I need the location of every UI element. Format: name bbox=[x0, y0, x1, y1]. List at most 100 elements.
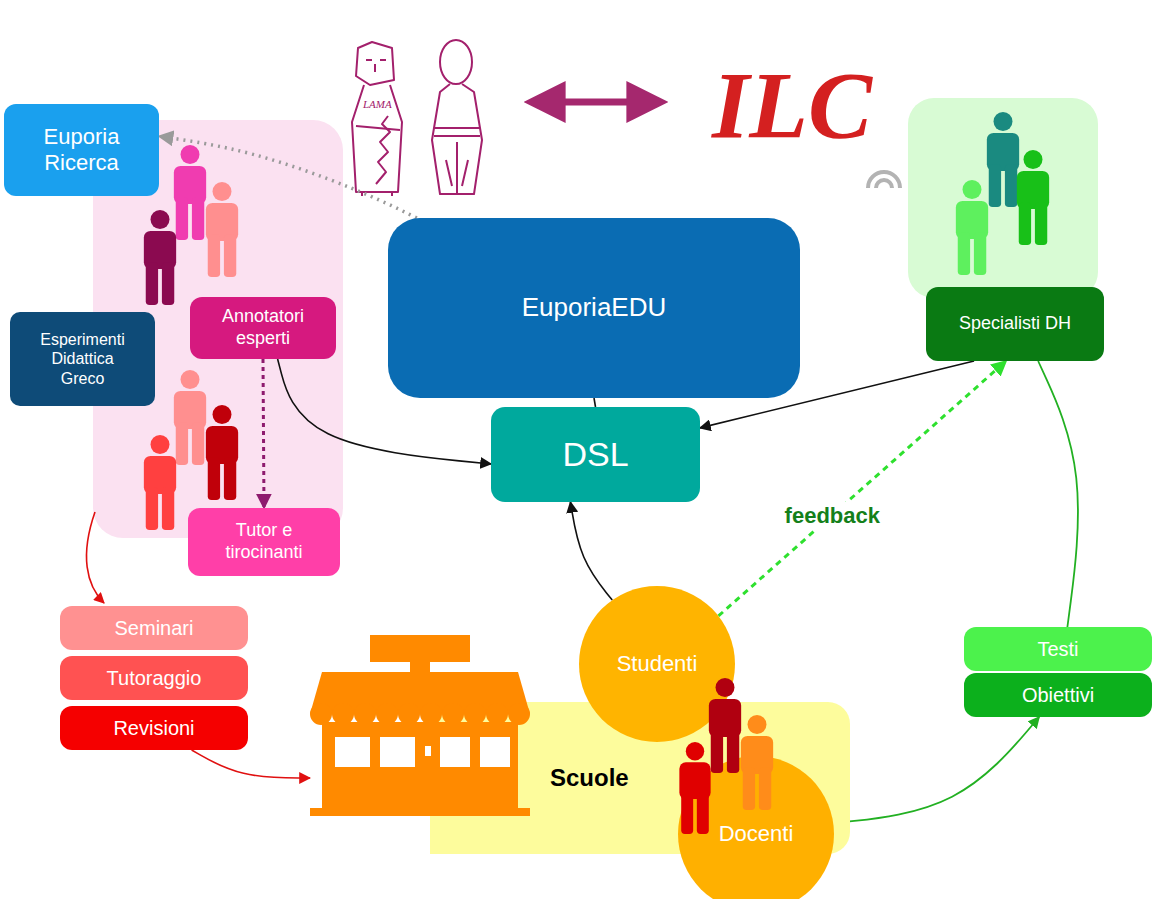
awning-scallop bbox=[376, 703, 398, 725]
research-box: Euporia Ricerca bbox=[4, 104, 159, 196]
person-head bbox=[181, 145, 200, 164]
awning-scallop bbox=[464, 703, 486, 725]
building-window bbox=[440, 737, 470, 767]
region-arrow bbox=[86, 512, 104, 603]
person-head bbox=[151, 435, 170, 454]
person-figure bbox=[709, 678, 741, 773]
node-text: Esperimenti Didattica Greco bbox=[31, 330, 135, 388]
person-figure bbox=[174, 370, 206, 465]
logo-text: ILC bbox=[712, 58, 872, 154]
activity-box: Revisioni bbox=[60, 706, 248, 750]
teacher-figures bbox=[678, 756, 688, 766]
person-figure bbox=[174, 145, 206, 240]
role-box: Tutor e tirocinanti bbox=[188, 508, 340, 576]
node-text: Docenti bbox=[719, 821, 794, 847]
statue-legs bbox=[446, 142, 468, 194]
statue-arm bbox=[356, 126, 400, 130]
activity-box: Tutoraggio bbox=[60, 656, 248, 700]
node-text: Obiettivi bbox=[1022, 683, 1094, 707]
statue-face bbox=[366, 60, 386, 72]
person-leg bbox=[743, 767, 755, 810]
node-text: Seminari bbox=[115, 616, 194, 640]
person-leg bbox=[1005, 164, 1017, 207]
person-figure bbox=[206, 182, 238, 277]
awning-scallop bbox=[442, 703, 464, 725]
person-leg bbox=[711, 730, 723, 773]
connector bbox=[718, 361, 1006, 616]
building-detail bbox=[425, 746, 431, 756]
building-window bbox=[480, 737, 510, 767]
connector bbox=[594, 398, 596, 407]
awning-scallop bbox=[420, 703, 442, 725]
connector bbox=[159, 136, 417, 218]
person-leg bbox=[727, 730, 739, 773]
person-leg bbox=[1035, 202, 1047, 245]
person-leg bbox=[989, 164, 1001, 207]
node-text: Studenti bbox=[617, 651, 698, 677]
person-leg bbox=[192, 422, 204, 465]
person-leg bbox=[1019, 202, 1031, 245]
node-text: EuporiaEDU bbox=[522, 292, 667, 323]
statue-body bbox=[432, 84, 482, 194]
awning-scallop bbox=[354, 703, 376, 725]
person-leg bbox=[146, 262, 158, 305]
statue-head bbox=[440, 40, 472, 84]
goal-box: Obiettivi bbox=[964, 673, 1152, 717]
statue-body bbox=[352, 85, 402, 192]
building-window bbox=[335, 737, 370, 767]
person-head bbox=[151, 210, 170, 229]
node-text: Specialisti DH bbox=[959, 313, 1071, 335]
experiment-box: Esperimenti Didattica Greco bbox=[10, 312, 155, 406]
connector bbox=[570, 502, 612, 600]
person-leg bbox=[146, 487, 158, 530]
person-leg bbox=[759, 767, 771, 810]
building-base bbox=[310, 808, 530, 816]
activity-box: Seminari bbox=[60, 606, 248, 650]
specialist-region bbox=[908, 98, 1098, 298]
dsl-box: DSL bbox=[491, 407, 700, 502]
person-figure bbox=[956, 180, 988, 275]
edge-label: feedback bbox=[781, 502, 884, 530]
person-figure bbox=[741, 715, 773, 810]
person-head bbox=[748, 715, 767, 734]
person-leg bbox=[162, 487, 174, 530]
logo-text: LAMA bbox=[363, 99, 392, 110]
cnr-arc bbox=[876, 180, 892, 188]
node-text: Revisioni bbox=[113, 716, 194, 740]
cnr-logo bbox=[868, 172, 900, 188]
awning-scallop bbox=[508, 703, 530, 725]
person-leg bbox=[697, 793, 709, 834]
person-head bbox=[213, 405, 232, 424]
connector bbox=[192, 750, 310, 778]
building-post bbox=[410, 662, 430, 672]
person-leg bbox=[176, 197, 188, 240]
person-head bbox=[1024, 150, 1043, 169]
lama-statues bbox=[352, 40, 482, 196]
platform-box: EuporiaEDU bbox=[388, 218, 800, 398]
person-head bbox=[963, 180, 982, 199]
person-leg bbox=[208, 234, 220, 277]
person-figure bbox=[144, 210, 176, 305]
person-leg bbox=[958, 232, 970, 275]
building-body bbox=[322, 722, 518, 808]
role-box: Specialisti DH bbox=[926, 287, 1104, 361]
people-group bbox=[679, 678, 773, 834]
person-leg bbox=[224, 234, 236, 277]
node-text: Annotatori esperti bbox=[198, 306, 328, 349]
double-arrow bbox=[532, 99, 660, 106]
person-figure bbox=[206, 405, 238, 500]
node-text: Testi bbox=[1037, 637, 1078, 661]
connector bbox=[833, 717, 1039, 823]
awning-scallop bbox=[398, 703, 420, 725]
person-figure bbox=[679, 742, 710, 834]
statue-head bbox=[356, 42, 394, 85]
people-group bbox=[144, 112, 1049, 530]
person-leg bbox=[974, 232, 986, 275]
person-leg bbox=[192, 197, 204, 240]
person-figure bbox=[1017, 150, 1049, 245]
awning-scallop bbox=[310, 703, 332, 725]
person-head bbox=[213, 182, 232, 201]
person-leg bbox=[176, 422, 188, 465]
person-figure bbox=[144, 435, 176, 530]
